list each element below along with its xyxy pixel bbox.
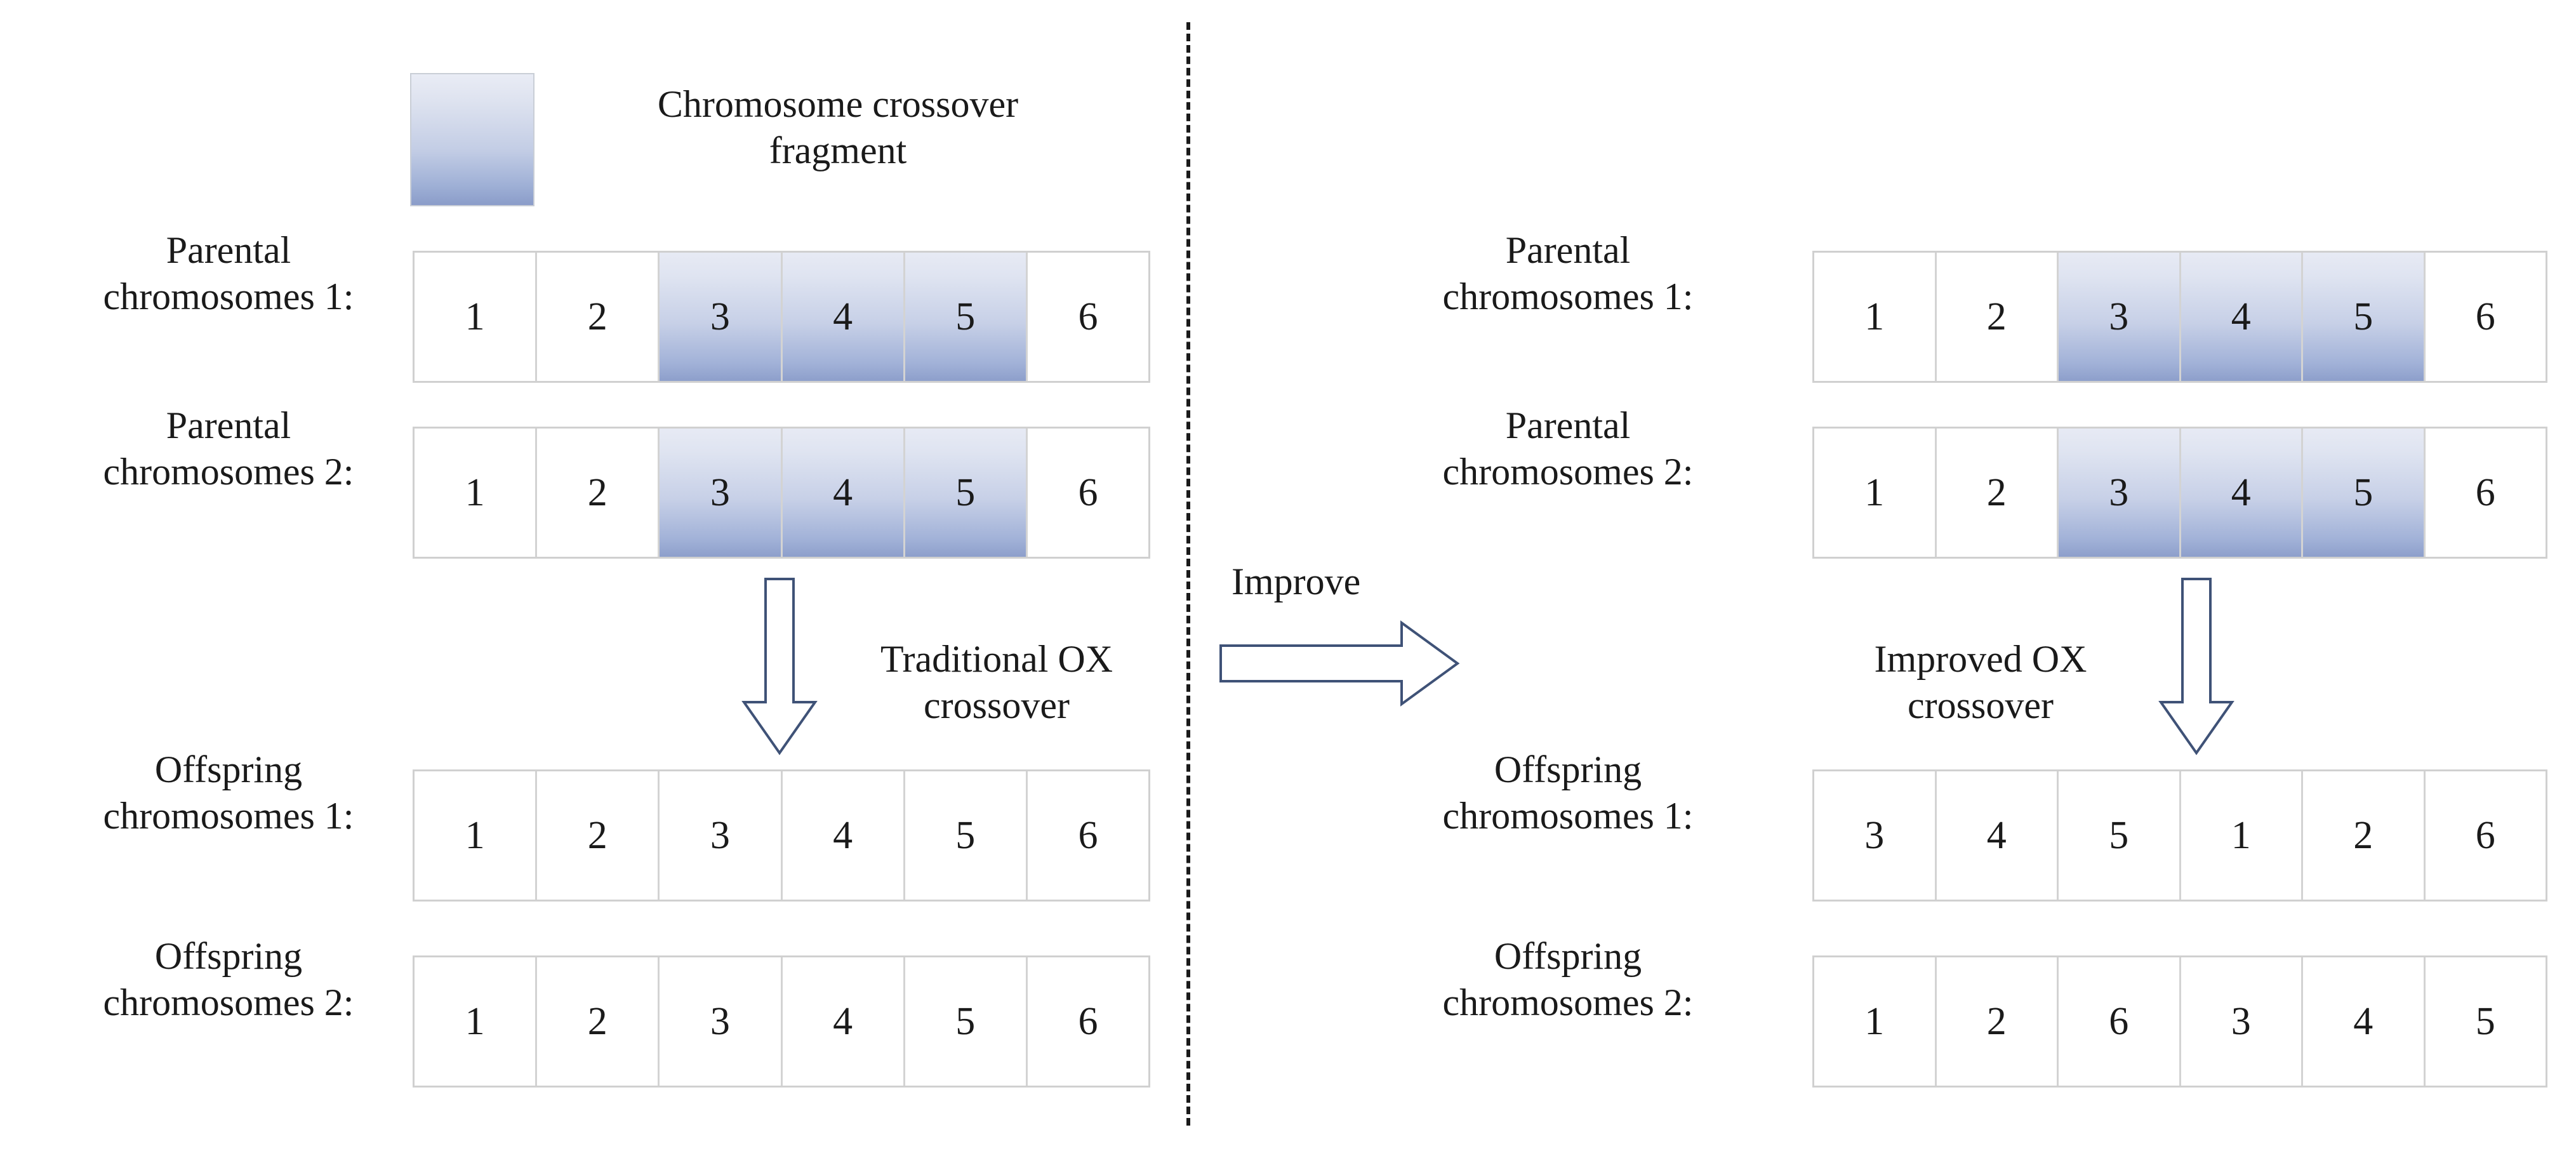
right-row-2-label-line1: Offspring [1494,748,1642,790]
traditional-ox-caption: Traditional OX crossover [832,636,1162,729]
chromosome-gene-cell: 2 [2303,771,2426,900]
chromosome-gene-cell: 2 [1936,957,2059,1086]
left-row-0-label: Parental chromosomes 1: [70,227,387,320]
chromosome-gene-cell: 1 [415,957,538,1086]
right-row-1-label-line1: Parental [1505,404,1631,446]
right-row-1-label: Parental chromosomes 2: [1390,403,1746,495]
chromosome-gene-cell: 6 [2059,957,2181,1086]
left-row-0-label-line2: chromosomes 1: [103,276,354,318]
legend-label: Chromosome crossover fragment [657,83,1019,172]
chromosome-gene-cell: 1 [2181,771,2303,900]
chromosome-gene-cell: 3 [2059,253,2181,381]
left-row-1-label: Parental chromosomes 2: [70,403,387,495]
right-row-3-label-line1: Offspring [1494,935,1642,977]
chromosome-gene-cell: 1 [1814,957,1937,1086]
chromosome-gene-cell: 6 [2425,253,2546,381]
improve-label: Improve [1232,561,1361,602]
right-row-0-label-line2: chromosomes 1: [1442,276,1694,318]
chromosome-gene-cell: 3 [660,957,783,1086]
left-row-1-label-line2: chromosomes 2: [103,451,354,493]
improved-ox-down-arrow-icon [2158,578,2234,755]
left-row-2-label-line1: Offspring [154,748,303,790]
chromosome-gene-cell: 4 [782,253,905,381]
chromosome-gene-cell: 4 [2181,253,2303,381]
chromosome-gene-cell: 1 [415,429,538,557]
chromosome-gene-cell: 5 [905,771,1028,900]
chromosome-gene-cell: 2 [1936,253,2059,381]
traditional-ox-down-arrow-icon [741,578,818,755]
panel-divider [1186,22,1190,1126]
chromosome-gene-cell: 1 [415,253,538,381]
improved-ox-caption-line2: crossover [1908,684,2054,727]
left-row-2-label-line2: chromosomes 1: [103,795,354,837]
chromosome-gene-cell: 4 [2181,429,2303,557]
right-row-1-label-line2: chromosomes 2: [1442,451,1694,493]
chromosome-gene-cell: 2 [537,957,660,1086]
chromosome-gene-cell: 3 [660,429,783,557]
chromosome-gene-cell: 5 [2303,429,2426,557]
improve-right-arrow-icon [1219,619,1460,708]
chromosome-gene-cell: 3 [2181,957,2303,1086]
chromosome-gene-cell: 5 [905,957,1028,1086]
right-row-2-label-line2: chromosomes 1: [1442,795,1694,837]
chromosome-gene-cell: 5 [2425,957,2546,1086]
chromosome-gene-cell: 1 [1814,429,1937,557]
chromosome-gene-cell: 5 [905,429,1028,557]
chromosome-gene-cell: 4 [782,957,905,1086]
left-row-3-label: Offspring chromosomes 2: [70,933,387,1026]
chromosome-gene-cell: 2 [537,429,660,557]
left-row-2-label: Offspring chromosomes 1: [70,747,387,839]
chromosome-gene-cell: 6 [2425,429,2546,557]
right-row-0-label: Parental chromosomes 1: [1390,227,1746,320]
chromosome-gene-cell: 4 [782,429,905,557]
left-row-1-label-line1: Parental [166,404,291,446]
chromosome-gene-cell: 6 [1027,253,1149,381]
chromosome-gene-cell: 4 [782,771,905,900]
chromosome-gene-cell: 2 [537,253,660,381]
right-row-3-label: Offspring chromosomes 2: [1390,933,1746,1026]
right-row-0-label-line1: Parental [1505,229,1631,271]
crossover-fragment-swatch-icon [410,73,534,206]
chromosome-gene-cell: 2 [1936,429,2059,557]
right-row-2-label: Offspring chromosomes 1: [1390,747,1746,839]
right-row-3-label-line2: chromosomes 2: [1442,981,1694,1024]
chromosome-gene-cell: 6 [2425,771,2546,900]
chromosome-gene-cell: 3 [1814,771,1937,900]
chromosome-gene-cell: 5 [905,253,1028,381]
left-row-3-label-line1: Offspring [154,935,303,977]
traditional-ox-caption-line1: Traditional OX [880,638,1113,680]
chromosome-gene-cell: 1 [415,771,538,900]
chromosome-gene-cell: 4 [2303,957,2426,1086]
chromosome-gene-cell: 3 [660,253,783,381]
chromosome-gene-cell: 5 [2059,771,2181,900]
traditional-ox-caption-line2: crossover [924,684,1070,727]
chromosome-gene-cell: 2 [537,771,660,900]
chromosome-gene-cell: 6 [1027,957,1149,1086]
improved-ox-caption: Improved OX crossover [1816,636,2146,729]
chromosome-gene-cell: 5 [2303,253,2426,381]
chromosome-gene-cell: 3 [660,771,783,900]
chromosome-gene-cell: 3 [2059,429,2181,557]
chromosome-gene-cell: 4 [1936,771,2059,900]
left-row-3-label-line2: chromosomes 2: [103,981,354,1024]
improved-ox-caption-line1: Improved OX [1874,638,2087,680]
chromosome-gene-cell: 1 [1814,253,1937,381]
left-row-0-label-line1: Parental [166,229,291,271]
chromosome-gene-cell: 6 [1027,429,1149,557]
chromosome-gene-cell: 6 [1027,771,1149,900]
